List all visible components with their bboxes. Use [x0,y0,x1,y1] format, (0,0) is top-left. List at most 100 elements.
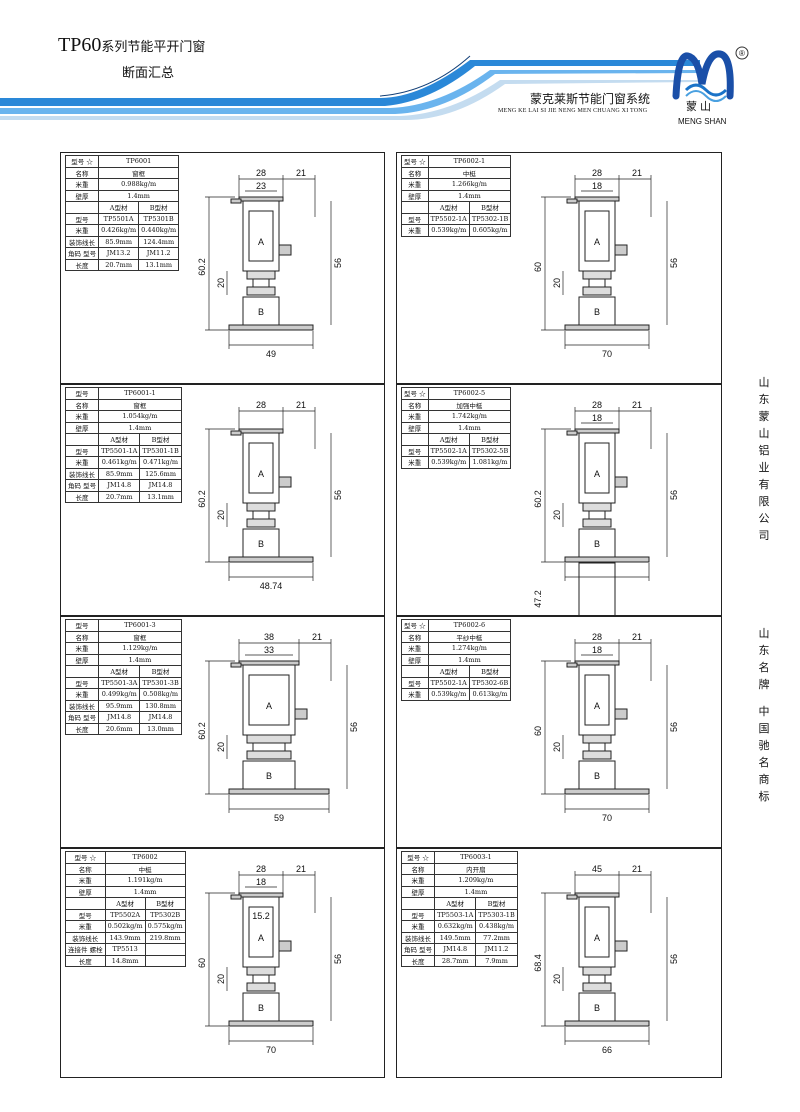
spec-label: 长度 [65,954,106,967]
spec-label: 型号 ☆ [401,619,429,632]
spec-value: 28.7mm [434,954,477,967]
spec-label: 长度 [64,490,100,503]
spec-value: TP5301B [138,212,180,225]
spec-value: 143.9mm [104,931,146,944]
profile-label-b: B [594,1003,600,1013]
spec-value: TP5302-6B [468,676,512,689]
spec-label: 装饰线长 [64,467,100,480]
spec-row: 型号 ☆TP6002-5 [401,387,512,400]
spec-value: 20.7mm [98,258,140,271]
dim-thermal-break: 20 [216,974,226,984]
spec-label [400,897,436,910]
spec-label: 名称 [64,630,100,643]
spec-value: 85.9mm [98,467,141,480]
spec-value: 0.575kg/m [144,920,186,933]
spec-value: 0.471kg/m [139,456,182,469]
spec-row: 名称中梃 [401,166,512,179]
svg-text:®: ® [739,49,745,58]
dim-top-offset: 21 [312,632,322,642]
profile-label-a: A [594,701,600,711]
spec-value: 1.4mm [427,653,512,666]
spec-label [401,201,429,214]
spec-label: 型号 [64,444,100,457]
spec-label: 名称 [65,862,106,875]
spec-value: 0.461kg/m [98,456,141,469]
spec-label: 长度 [64,722,100,735]
dim-bottom-width: 70 [266,1045,276,1055]
spec-value: 窗框 [98,630,182,643]
spec-row: 名称加强中梃 [401,398,512,411]
spec-value: TP6001 [98,155,180,168]
spec-label: 长度 [400,954,436,967]
dim-thermal-break: 20 [216,742,226,752]
dim-top-offset: 21 [632,400,642,410]
spec-label: 型号 [64,212,100,225]
dim-left-height: 60 [533,726,543,736]
dim-right-height: 56 [669,490,679,500]
spec-row: 型号 ☆TP6001 [64,155,180,168]
dim-top-width: 28 [256,400,266,410]
spec-value [144,954,186,967]
dim-top-offset: 21 [296,400,306,410]
spec-value: B型材 [144,897,186,910]
dim-right-height: 56 [669,954,679,964]
dim-thermal-break: 20 [216,278,226,288]
spec-value: TP5302-1B [468,212,512,225]
spec-value: TP6003-1 [434,851,518,864]
spec-value: 1.081kg/m [468,456,512,469]
spec-value: B型材 [138,201,180,214]
brand-english: MENG KE LAI SI JIE NENG MEN CHUANG XI TO… [498,108,648,114]
spec-value: 95.9mm [98,699,141,712]
spec-value: 1.4mm [98,421,182,434]
dim-right-height: 56 [669,722,679,732]
spec-label: 米重 [401,410,429,423]
spec-label: 壁厚 [64,189,100,202]
profile-label-a: A [258,237,264,247]
spec-value: 窗框 [98,398,182,411]
spec-value: A型材 [98,433,141,446]
spec-value: JM14.8 [98,711,141,724]
dim-inner-width: 18 [592,645,602,655]
spec-value: 0.508kg/m [139,688,182,701]
spec-label: 角码 型号 [64,479,100,492]
spec-value: B型材 [475,897,518,910]
spec-value: TP6002 [104,851,186,864]
dim-bottom-width: 49 [266,349,276,359]
spec-label: 型号 ☆ [400,851,436,864]
logo-mark-icon: ® 蒙 山 MENG SHAN [672,46,749,126]
spec-value: JM14.8 [139,711,182,724]
spec-value: 0.440kg/m [138,224,180,237]
spec-value: B型材 [139,433,182,446]
spec-label: 装饰线长 [64,235,100,248]
dim-bottom-width: 70 [602,349,612,359]
spec-value: 124.4mm [138,235,180,248]
spec-value: A型材 [427,665,470,678]
profile-label-a: A [594,237,600,247]
spec-label: 装饰线长 [65,931,106,944]
profile-label-b: B [266,771,272,781]
spec-label: 米重 [401,224,429,237]
spec-value: 0.613kg/m [468,688,512,701]
dim-top-offset: 21 [296,168,306,178]
spec-label: 型号 ☆ [401,387,429,400]
spec-value: 1.209kg/m [434,874,518,887]
